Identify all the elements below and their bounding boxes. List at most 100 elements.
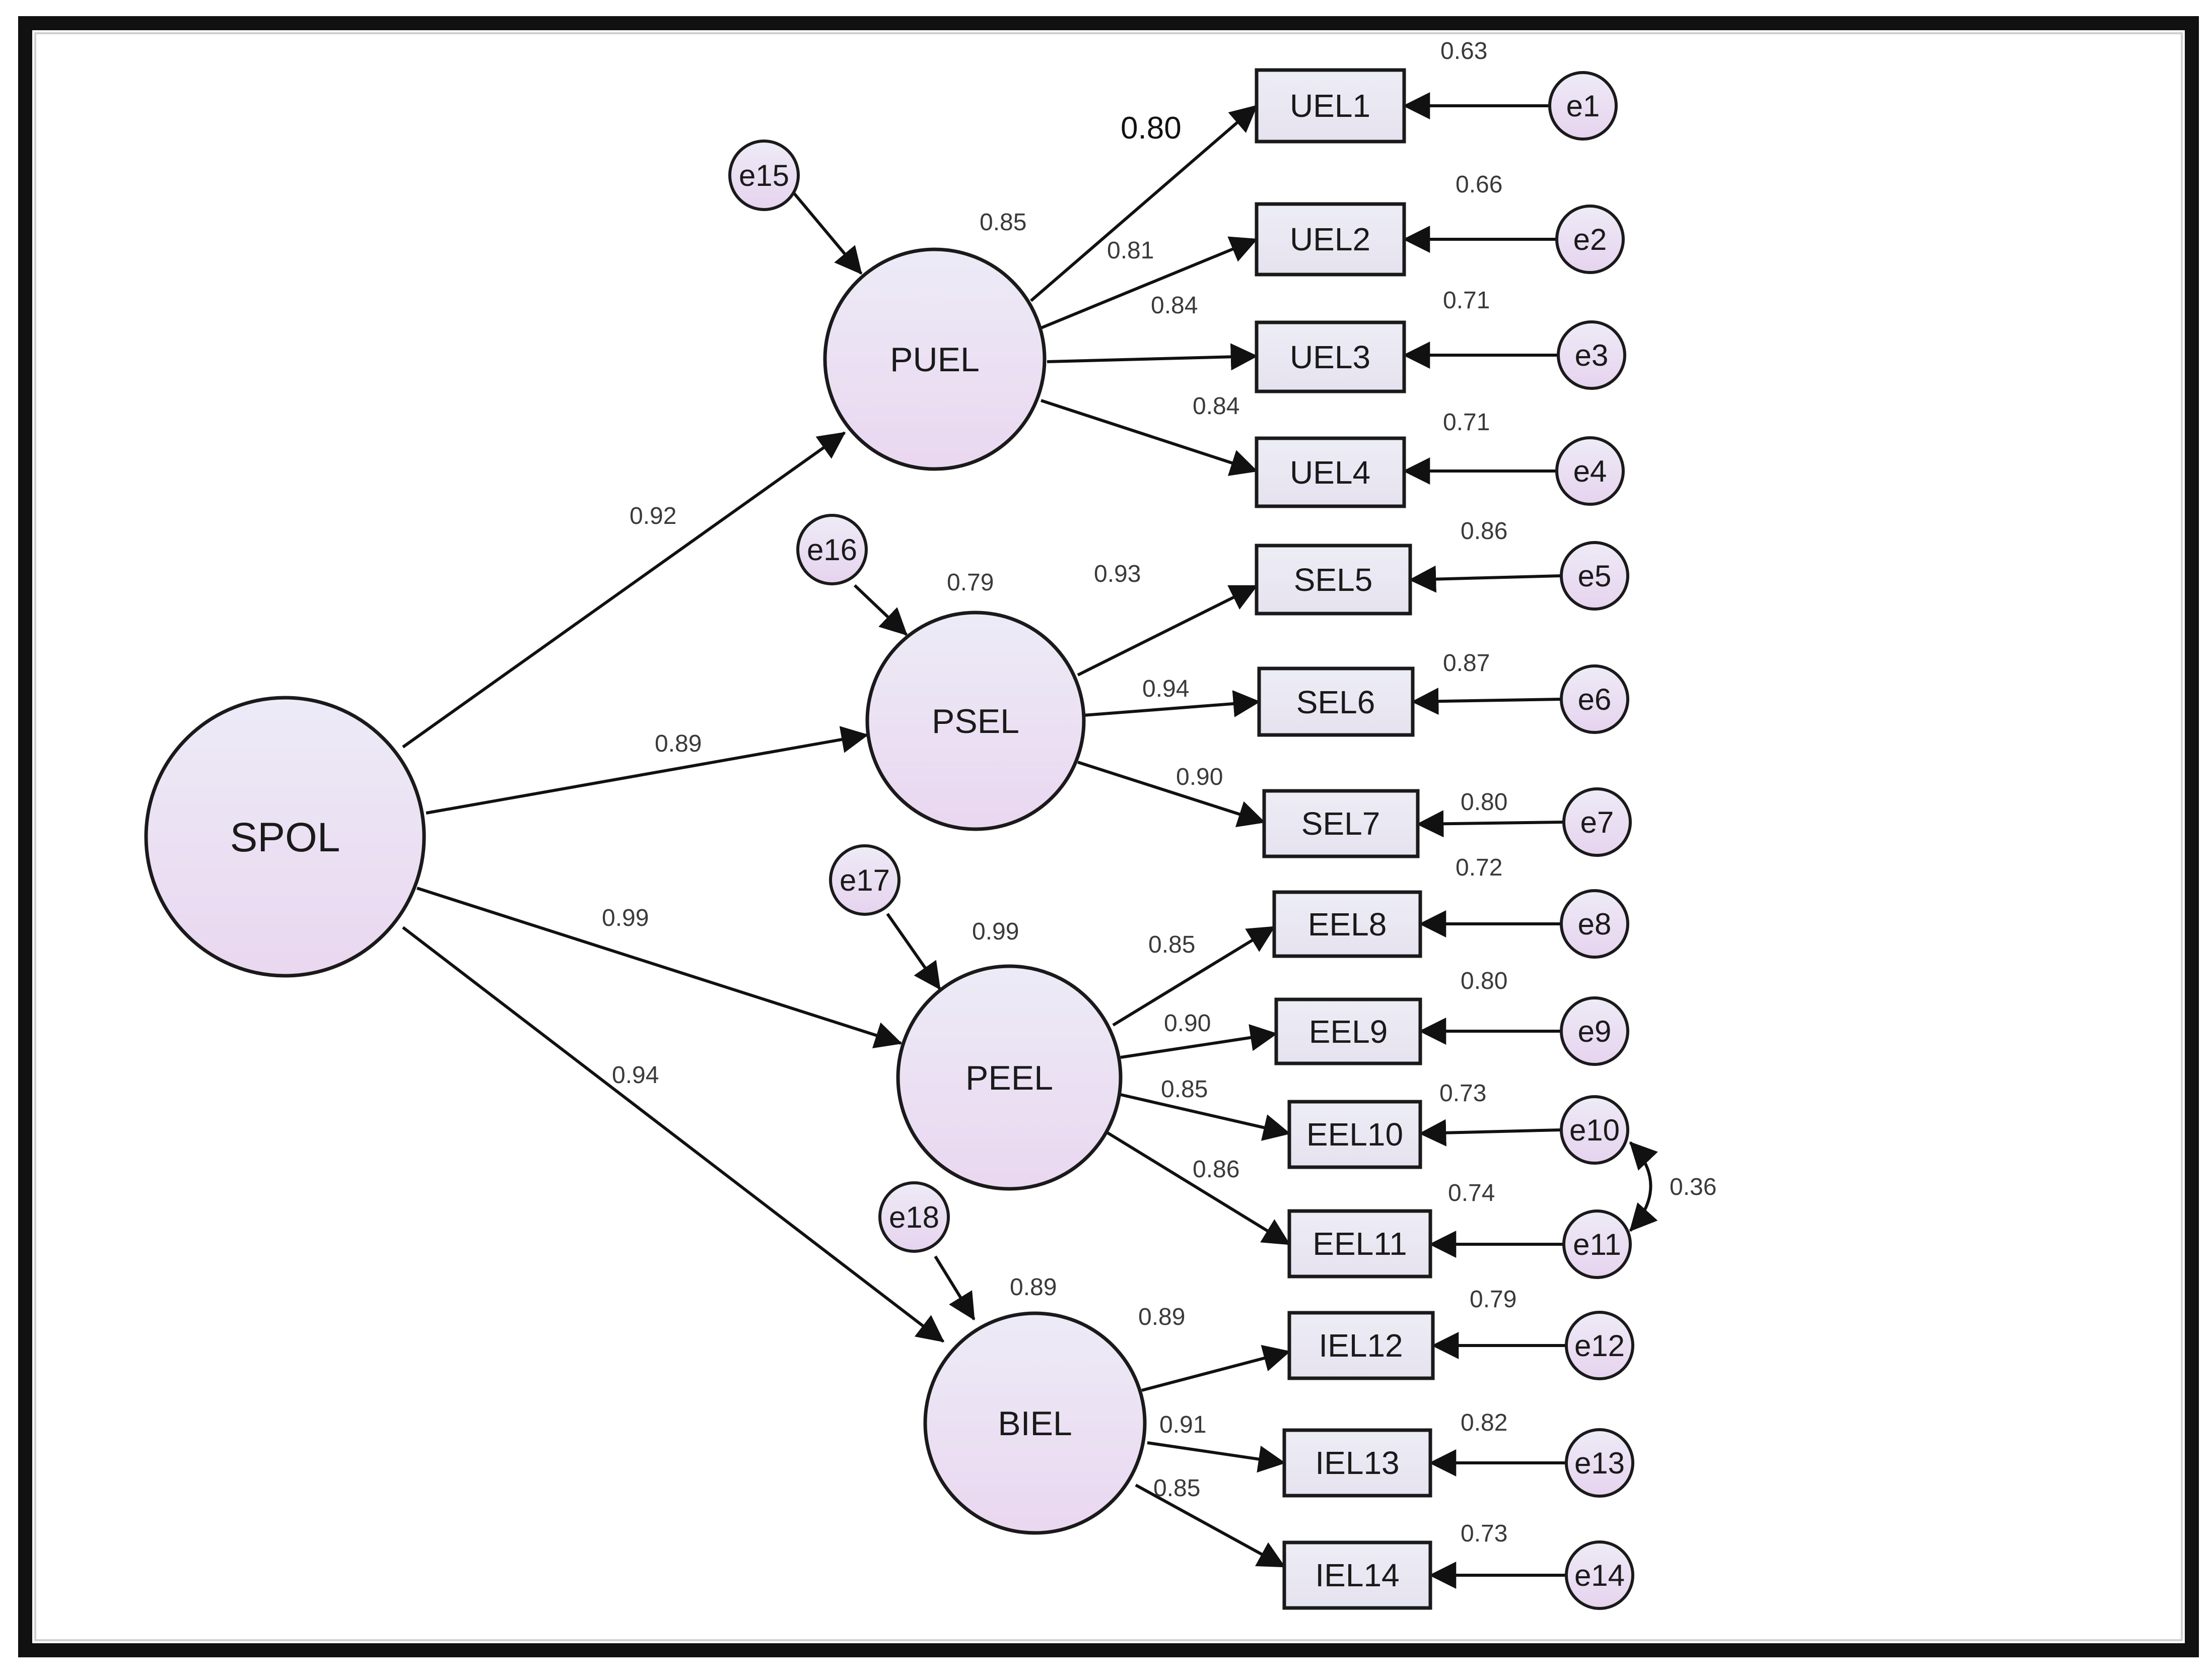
path-e17-peel [886, 913, 941, 990]
loading-iel12 [1141, 1345, 1291, 1392]
indicator-label-iel13: IEL13 [1315, 1445, 1399, 1481]
coef-sel5: 0.93 [1094, 561, 1141, 587]
path-spol-peel [417, 887, 903, 1049]
error-e11: e11 [1562, 1209, 1632, 1279]
errval-e2: 0.66 [1456, 171, 1502, 198]
error-path-e5 [1409, 565, 1562, 593]
errval-e11: 0.74 [1448, 1180, 1495, 1206]
coef-iel14: 0.85 [1153, 1475, 1200, 1502]
indicator-label-uel3: UEL3 [1290, 339, 1370, 375]
error-e10: e10 [1560, 1095, 1629, 1165]
indicator-sel6: SEL6 [1257, 666, 1415, 737]
coef-spol-peel: 0.99 [602, 905, 649, 931]
node-label-psel: PSEL [932, 702, 1019, 741]
errval-e7: 0.80 [1461, 789, 1507, 816]
node-label-puel: PUEL [890, 341, 980, 379]
error-label-e1: e1 [1566, 89, 1600, 123]
indicator-label-uel2: UEL2 [1290, 221, 1370, 257]
indicator-label-uel1: UEL1 [1290, 88, 1370, 124]
indicator-label-sel5: SEL5 [1294, 562, 1373, 598]
path-e18-biel [934, 1255, 976, 1321]
cov-e10-e11: 0.36 [1670, 1174, 1716, 1200]
disturbance-e18: e18 [878, 1181, 950, 1253]
coef-uel4: 0.84 [1193, 393, 1239, 420]
coef-sel6: 0.94 [1142, 676, 1189, 702]
coef-spol-puel: 0.92 [630, 503, 676, 529]
loading-eel8 [1112, 925, 1276, 1027]
loading-sel6 [1083, 690, 1261, 717]
error-e9: e9 [1560, 996, 1629, 1066]
diagram-frame [18, 16, 2199, 1657]
indicator-label-eel8: EEL8 [1308, 906, 1387, 943]
error-label-e6: e6 [1578, 683, 1612, 716]
loading-uel2 [1040, 236, 1258, 329]
rsq-biel: 0.89 [1010, 1274, 1057, 1301]
error-e4: e4 [1555, 436, 1625, 506]
error-label-e13: e13 [1574, 1446, 1625, 1480]
errval-e14: 0.73 [1461, 1520, 1507, 1547]
coef-sel7: 0.90 [1176, 764, 1223, 790]
errval-e3: 0.71 [1443, 287, 1490, 314]
indicator-uel1: UEL1 [1255, 68, 1406, 144]
path-spol-puel [402, 431, 846, 749]
loading-uel3 [1047, 343, 1258, 371]
node-label-biel: BIEL [998, 1404, 1072, 1443]
loading-eel10 [1120, 1093, 1291, 1141]
indicator-iel14: IEL14 [1282, 1540, 1432, 1610]
errval-e4: 0.71 [1443, 409, 1490, 436]
loading-uel1 [1030, 104, 1258, 302]
disturbance-label-e18: e18 [889, 1200, 939, 1234]
loading-uel4 [1041, 399, 1258, 476]
loading-sel7 [1077, 761, 1266, 827]
disturbance-e16: e16 [796, 514, 868, 585]
error-label-e8: e8 [1578, 907, 1612, 941]
node-psel: PSEL [865, 611, 1086, 831]
indicator-uel3: UEL3 [1255, 320, 1406, 393]
errval-e9: 0.80 [1461, 968, 1507, 994]
indicator-uel2: UEL2 [1255, 202, 1406, 277]
error-label-e10: e10 [1569, 1113, 1620, 1147]
coef-iel12: 0.89 [1138, 1304, 1185, 1330]
indicator-label-iel14: IEL14 [1315, 1557, 1399, 1593]
node-puel: PUEL [823, 247, 1047, 471]
covariance-e10-e11 [1629, 1141, 1658, 1232]
error-label-e3: e3 [1575, 339, 1609, 372]
coef-uel3: 0.84 [1151, 292, 1198, 319]
disturbance-label-e16: e16 [807, 533, 857, 567]
loading-iel14 [1135, 1484, 1286, 1568]
error-e13: e13 [1565, 1428, 1634, 1498]
error-label-e2: e2 [1573, 223, 1607, 256]
node-peel: PEEL [896, 964, 1123, 1191]
disturbance-label-e15: e15 [739, 159, 789, 192]
error-label-e11: e11 [1573, 1228, 1621, 1261]
node-label-spol: SPOL [230, 815, 340, 860]
errval-e6: 0.87 [1443, 650, 1490, 677]
disturbance-e17: e17 [829, 844, 901, 916]
indicator-label-sel6: SEL6 [1296, 684, 1375, 720]
indicator-eel9: EEL9 [1274, 997, 1422, 1065]
errval-e5: 0.86 [1461, 518, 1507, 545]
diagram-inner-border [34, 32, 2183, 1641]
indicator-label-sel7: SEL7 [1301, 805, 1380, 842]
coef-spol-psel: 0.89 [655, 730, 702, 757]
error-e2: e2 [1555, 205, 1625, 274]
errval-e10: 0.73 [1439, 1080, 1486, 1107]
path-spol-psel [426, 726, 869, 815]
indicator-label-eel11: EEL11 [1312, 1226, 1407, 1262]
indicator-label-eel10: EEL10 [1306, 1116, 1403, 1153]
path-spol-biel [402, 926, 945, 1343]
errval-e1: 0.63 [1440, 38, 1487, 64]
indicator-eel10: EEL10 [1287, 1100, 1422, 1169]
node-label-peel: PEEL [965, 1059, 1053, 1097]
disturbance-e15: e15 [728, 140, 800, 211]
indicator-sel7: SEL7 [1262, 789, 1420, 858]
error-label-e5: e5 [1578, 559, 1612, 593]
coef-iel13: 0.91 [1159, 1412, 1206, 1438]
error-path-e10 [1419, 1119, 1562, 1147]
error-path-e6 [1411, 688, 1562, 715]
coef-uel1: 0.80 [1121, 111, 1182, 146]
error-e7: e7 [1562, 787, 1632, 857]
coef-spol-biel: 0.94 [612, 1062, 659, 1089]
error-e14: e14 [1565, 1540, 1634, 1610]
